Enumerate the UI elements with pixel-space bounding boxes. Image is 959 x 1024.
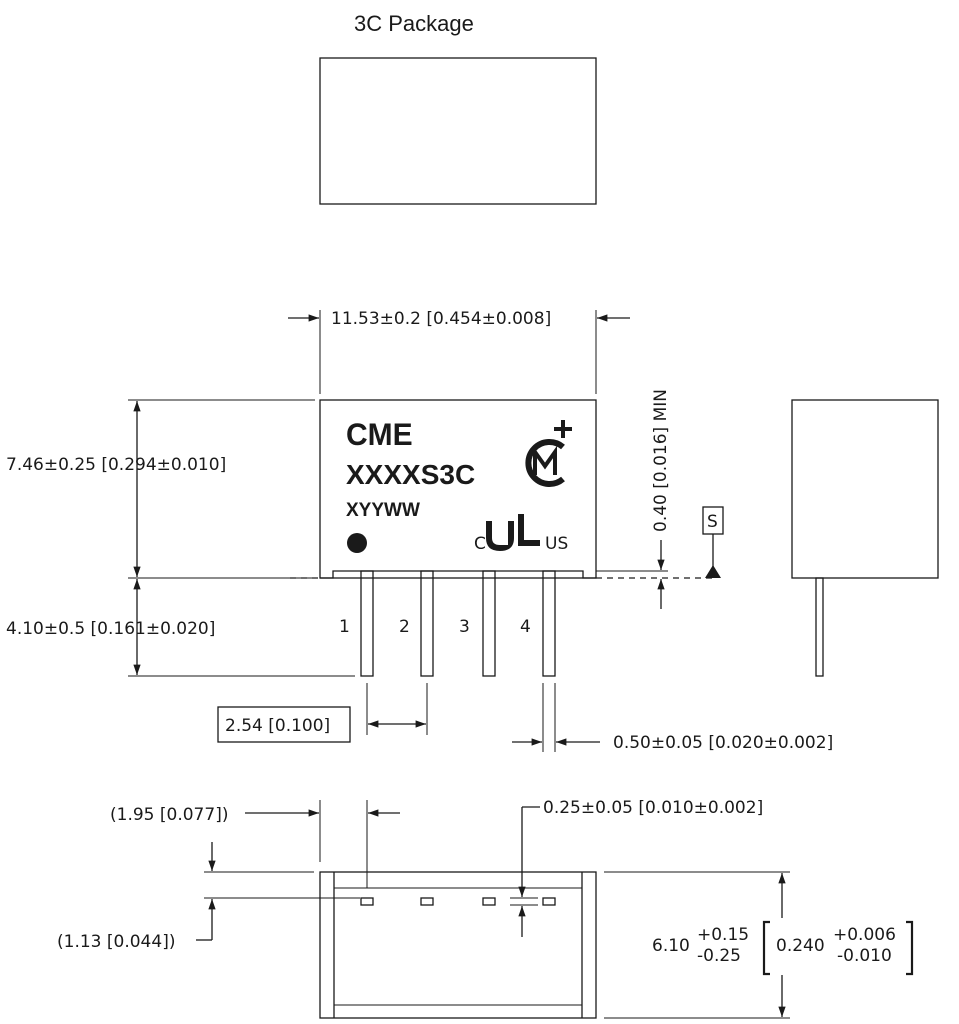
package-title: 3C Package [354,11,474,36]
pin-pitch-box [217,706,351,743]
datum-triangle-icon [705,565,721,578]
bottom-pin-4 [542,897,556,906]
dim-pin-width: 0.50±0.05 [0.020±0.002] [613,733,833,753]
front-view: 1 2 3 4 CME XXXXS3C XYYWW C US [319,399,597,677]
dim-standoff: 0.40 [0.016] MIN [651,389,671,532]
ul-mark-icon [486,514,540,551]
top-view-outline [319,57,597,205]
side-view [791,399,939,677]
dim-pin-thickness: 0.25±0.05 [0.010±0.002] [543,798,763,818]
pin-label-3: 3 [459,617,470,637]
dim-depth-mm-plus: +0.15 [697,925,749,945]
dim-depth-mm: 6.10 [652,936,690,956]
depth-bracket-right [906,920,914,976]
front-body [319,399,597,579]
datum-label: S [707,512,718,532]
dim-depth-in: 0.240 [776,936,825,956]
dim-depth-mm-minus: -0.25 [697,946,741,966]
pin-label-1: 1 [339,617,350,637]
depth-bracket-left [762,920,770,976]
pin-label-2: 2 [399,617,410,637]
marking-date-code: XYYWW [346,500,420,521]
dim-height: 7.46±0.25 [0.294±0.010] [6,455,226,475]
dim-edge-to-pin: (1.95 [0.077]) [110,805,228,825]
dim-pin-pitch: 2.54 [0.100] [225,716,330,736]
bottom-pin-2 [420,897,434,906]
pin-label-4: 4 [520,617,531,637]
pin-2 [420,570,434,677]
bottom-outer [319,871,597,1019]
side-pin [815,577,824,677]
pin-4 [542,570,556,677]
marking-part: XXXXS3C [346,459,475,490]
pin-1 [360,570,374,677]
front-body-base-step [320,570,596,579]
cert-suffix: US [545,534,568,554]
dim-depth-in-minus: -0.010 [837,946,892,966]
bottom-view [319,871,597,1019]
cert-prefix: C [474,534,486,554]
dim-depth-in-plus: +0.006 [833,925,896,945]
pin1-dot-icon [347,533,367,553]
bottom-pin-3 [482,897,496,906]
pin-3 [482,570,496,677]
marking-brand: CME [346,416,413,452]
cm-plus-logo-icon [525,420,572,487]
side-body [791,399,939,579]
dim-width: 11.53±0.2 [0.454±0.008] [331,309,551,329]
dim-pin-length: 4.10±0.5 [0.161±0.020] [6,619,215,639]
bottom-pin-1 [360,897,374,906]
dim-pin-offset: (1.13 [0.044]) [57,932,175,952]
